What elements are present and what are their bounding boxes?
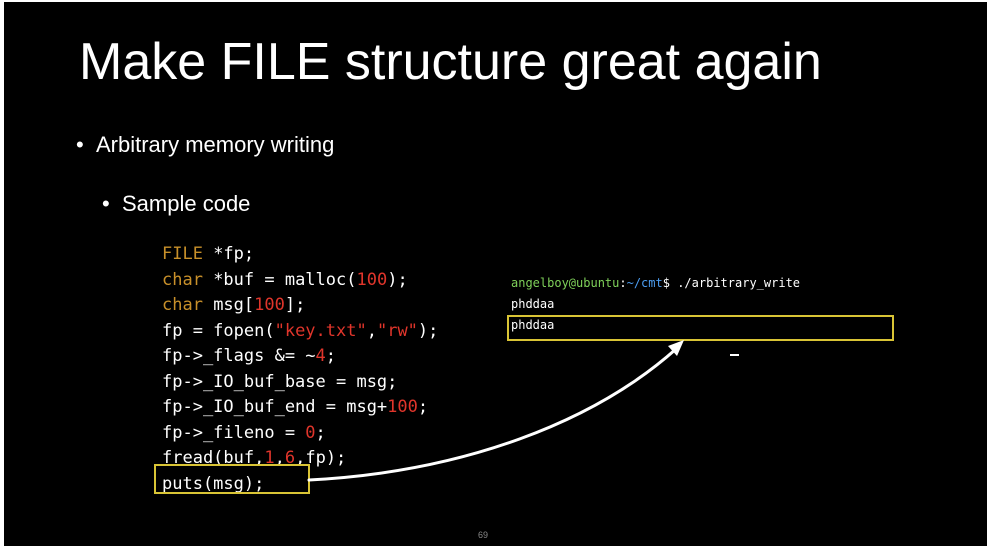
terminal-output-line-highlighted: phddaa <box>511 318 555 332</box>
code-token: 6 <box>284 448 296 468</box>
terminal-prompt-line: angelboy@ubuntu:~/cmt$ ./arbitrary_write <box>511 273 800 294</box>
code-token: msg[ <box>202 295 255 315</box>
prompt-path: ~/cmt <box>626 276 663 290</box>
code-token: fp = fopen( <box>162 320 275 341</box>
code-token: fp->_flags &= ~ <box>162 346 316 366</box>
code-line: puts(msg); <box>162 472 438 498</box>
code-token: 100 <box>254 295 285 315</box>
prompt-user: angelboy@ubuntu <box>511 276 620 290</box>
code-token: char <box>162 269 203 290</box>
code-block: FILE *fp;char *buf = malloc(100);char ms… <box>162 242 438 497</box>
code-token: 0 <box>305 422 316 443</box>
code-line: fp->_flags &= ~4; <box>162 344 438 370</box>
code-token: ,fp); <box>295 448 347 468</box>
code-token: fread(buf, <box>162 448 265 468</box>
code-token: ); <box>387 269 408 290</box>
code-token: "rw" <box>376 320 418 341</box>
code-token: char <box>162 295 203 315</box>
bullet-sample-code: • Sample code <box>102 191 250 217</box>
code-line: fp = fopen("key.txt","rw"); <box>162 319 438 345</box>
code-token: ; <box>417 397 429 417</box>
curved-arrow-icon <box>307 340 684 482</box>
code-token: *buf = malloc( <box>202 269 357 290</box>
code-token: 100 <box>356 269 388 290</box>
terminal-output: angelboy@ubuntu:~/cmt$ ./arbitrary_write… <box>511 273 800 336</box>
bullet-text: Sample code <box>122 191 251 216</box>
prompt-separator: : <box>619 276 627 290</box>
code-line: fp->_fileno = 0; <box>162 421 438 447</box>
code-token: "key.txt" <box>274 320 367 341</box>
prompt-symbol: $ <box>662 276 670 290</box>
bullet-dot-icon: • <box>102 191 110 216</box>
code-token: ); <box>417 320 439 341</box>
code-token: , <box>366 320 377 341</box>
terminal-cursor <box>730 354 739 356</box>
code-token: *fp; <box>202 244 255 264</box>
page-number: 69 <box>478 530 489 540</box>
code-token: fp->_IO_buf_base = msg; <box>162 371 398 392</box>
bullet-text: Arbitrary memory writing <box>96 132 335 157</box>
code-line: char msg[100]; <box>162 293 438 319</box>
code-line: fp->_IO_buf_end = msg+100; <box>162 395 438 421</box>
code-token: 100 <box>387 397 418 417</box>
code-token: FILE <box>162 244 203 264</box>
code-line: fp->_IO_buf_base = msg; <box>162 370 438 396</box>
bullet-dot-icon: • <box>76 132 84 157</box>
code-token: 4 <box>315 346 326 366</box>
code-line: FILE *fp; <box>162 242 438 268</box>
code-token: ; <box>325 346 337 366</box>
terminal-output-line: phddaa <box>511 297 555 311</box>
code-token: ]; <box>284 295 306 315</box>
code-line: fread(buf,1,6,fp); <box>162 446 438 472</box>
terminal-command: ./arbitrary_write <box>669 276 801 290</box>
code-token: fp->_fileno = <box>162 422 306 443</box>
slide-title: Make FILE structure great again <box>79 33 822 91</box>
code-token: puts(msg); <box>162 473 265 494</box>
bullet-arbitrary-memory-writing: • Arbitrary memory writing <box>76 132 334 158</box>
code-token: ; <box>315 422 326 443</box>
code-line: char *buf = malloc(100); <box>162 268 438 294</box>
highlight-box-output <box>507 315 894 341</box>
code-token: fp->_IO_buf_end = msg+ <box>162 397 388 417</box>
code-token: , <box>274 448 285 468</box>
code-token: 1 <box>264 448 275 468</box>
slide: Make FILE structure great again • Arbitra… <box>4 2 987 546</box>
